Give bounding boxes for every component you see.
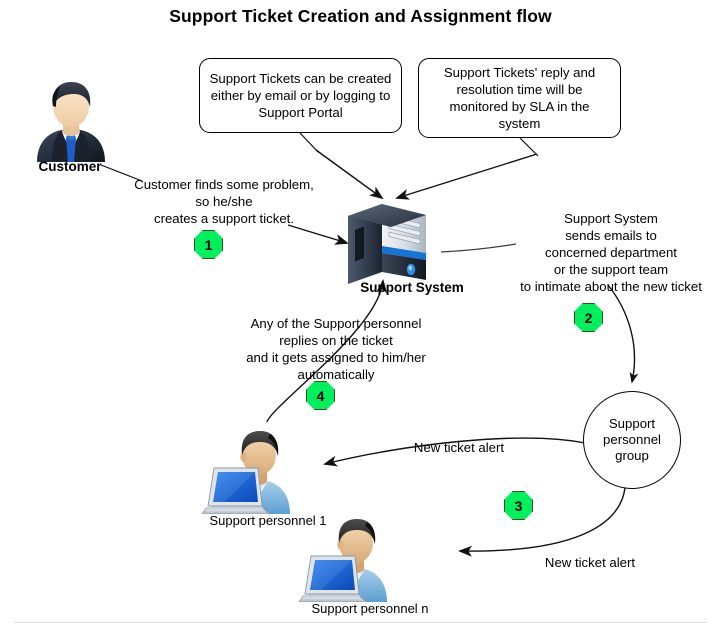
support-system-server-icon bbox=[342, 196, 434, 288]
support-personnel-group-label: Support personnel group bbox=[603, 416, 661, 463]
arrow-email-to-server bbox=[315, 149, 384, 200]
text-new-ticket-alert-1: New ticket alert bbox=[413, 440, 505, 455]
support-personnel-1-icon bbox=[200, 422, 310, 515]
text-system-emails: Support System sends emails to concerned… bbox=[520, 211, 702, 294]
text-new-ticket-alert-2: New ticket alert bbox=[544, 555, 636, 570]
step-badge-3-label: 3 bbox=[514, 497, 523, 514]
step-badge-1-label: 1 bbox=[204, 236, 213, 253]
line-server-to-emails-caption bbox=[440, 243, 517, 253]
step-badge-4: 4 bbox=[306, 381, 335, 410]
line-customer-to-caption bbox=[100, 164, 143, 182]
text-customer-action: Customer finds some problem, so he/she c… bbox=[134, 177, 314, 226]
arrow-group-to-spn bbox=[458, 487, 626, 557]
callout-tail-sla bbox=[519, 137, 539, 157]
callout-sla-monitoring-text: Support Tickets' reply and resolution ti… bbox=[443, 65, 596, 131]
arrow-personnel-to-server bbox=[266, 279, 388, 423]
step-badge-2: 2 bbox=[574, 303, 603, 332]
page-title: Support Ticket Creation and Assignment f… bbox=[169, 6, 552, 26]
customer-label: Customer bbox=[38, 159, 102, 174]
arrow-group-to-sp1 bbox=[323, 437, 586, 467]
arrow-server-to-group bbox=[607, 284, 639, 384]
support-personnel-n-icon bbox=[297, 510, 407, 603]
arrow-sla-to-server bbox=[395, 153, 538, 200]
arrow-customer-to-server bbox=[287, 224, 349, 245]
support-personnel-1-label: Support personnel 1 bbox=[209, 513, 327, 528]
support-personnel-n-label: Support personnel n bbox=[311, 601, 429, 616]
callout-sla-monitoring: Support Tickets' reply and resolution ti… bbox=[418, 58, 621, 138]
step-badge-1: 1 bbox=[194, 230, 223, 259]
customer-avatar-icon bbox=[30, 76, 112, 162]
callout-ticket-creation-text: Support Tickets can be created either by… bbox=[209, 71, 392, 120]
callout-ticket-creation: Support Tickets can be created either by… bbox=[199, 58, 402, 133]
support-system-label: Support System bbox=[360, 280, 464, 295]
text-auto-assignment: Any of the Support personnel replies on … bbox=[246, 316, 426, 382]
callout-tail-email bbox=[299, 132, 319, 153]
support-personnel-group-node: Support personnel group bbox=[583, 391, 681, 489]
step-badge-2-label: 2 bbox=[584, 309, 593, 326]
bottom-divider bbox=[14, 622, 707, 623]
step-badge-4-label: 4 bbox=[316, 387, 325, 404]
step-badge-3: 3 bbox=[504, 491, 533, 520]
